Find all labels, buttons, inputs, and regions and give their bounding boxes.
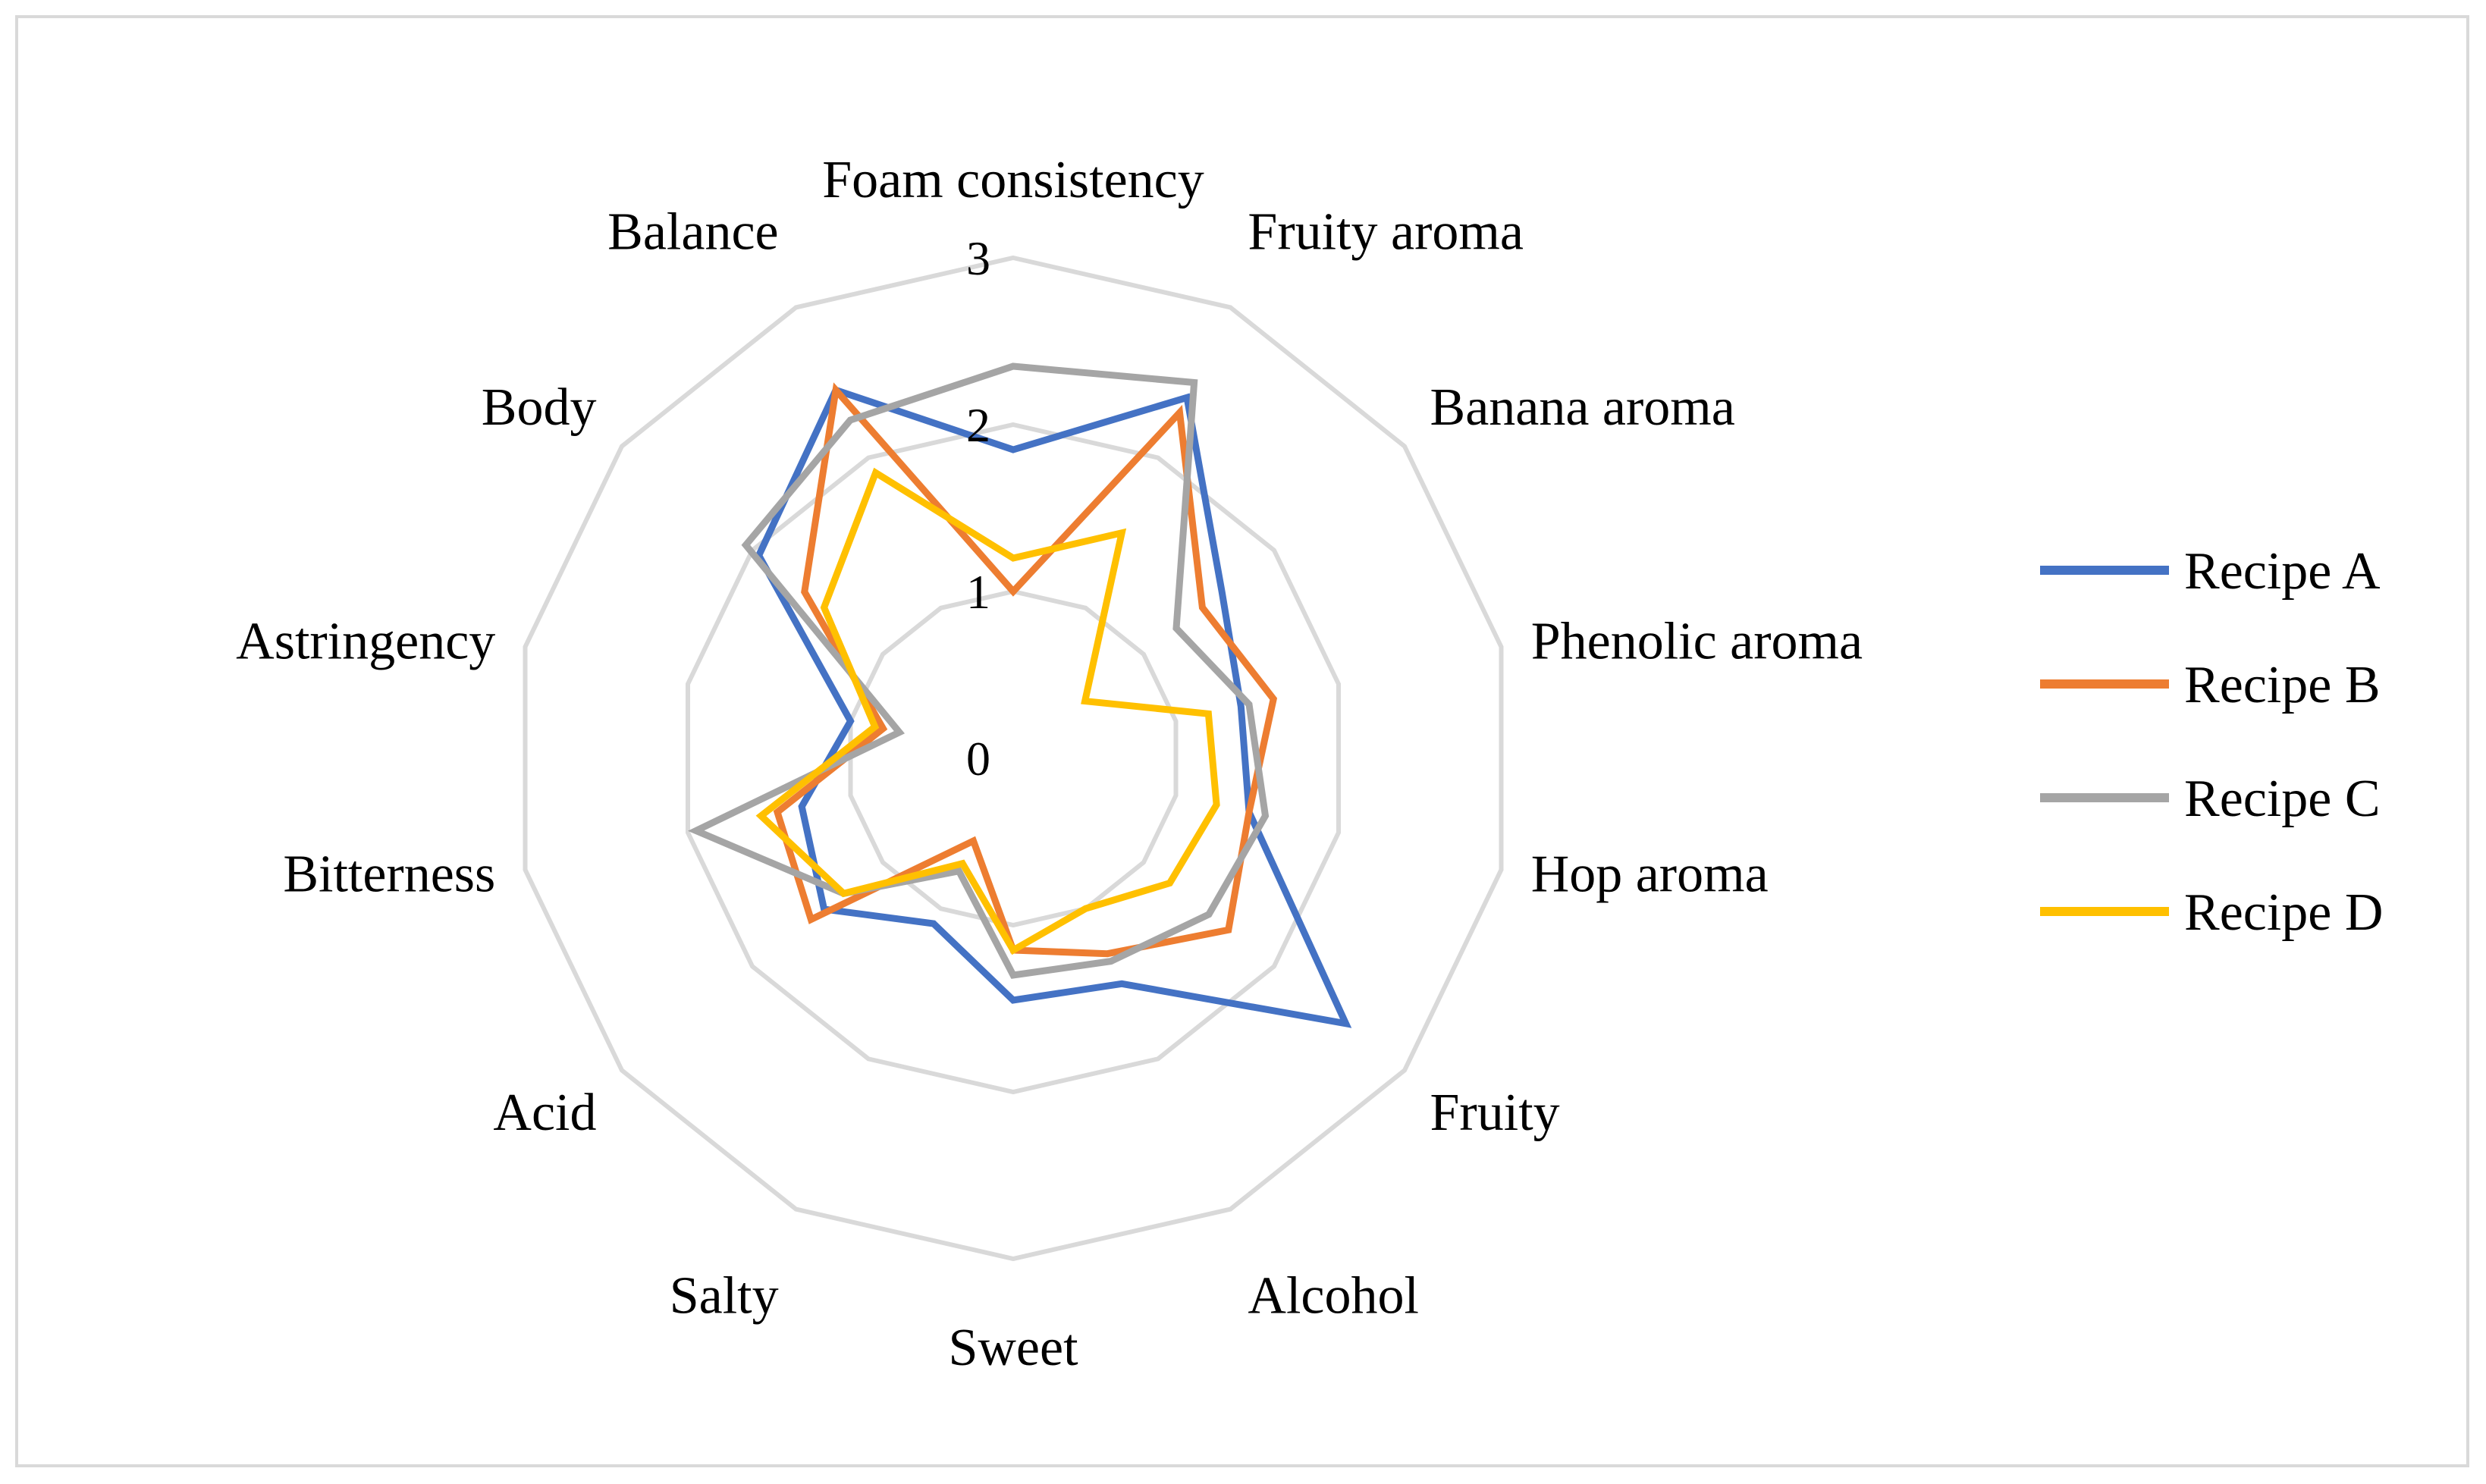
category-label: Acid: [493, 1084, 596, 1142]
series-line-recipe-a: [755, 385, 1352, 1028]
category-label: Phenolic aroma: [1531, 613, 1863, 671]
tick-label: 2: [966, 398, 990, 452]
category-label: Alcohol: [1248, 1267, 1419, 1326]
radar-series: [687, 362, 1352, 1028]
category-label: Bitterness: [283, 846, 495, 904]
category-label: Foam consistency: [822, 151, 1204, 209]
grid-ring: [523, 255, 1504, 1262]
legend-label: Recipe A: [2184, 542, 2381, 601]
category-label: Sweet: [948, 1319, 1078, 1377]
category-label: Hop aroma: [1531, 846, 1769, 904]
radar-grid: [523, 255, 1504, 1262]
category-label: Banana aroma: [1430, 378, 1735, 437]
legend-label: Recipe B: [2184, 656, 2381, 714]
grid-ring: [848, 588, 1179, 928]
series-line-recipe-d: [755, 467, 1220, 955]
tick-label: 1: [966, 565, 990, 619]
legend: Recipe A Recipe B Recipe C Recipe D: [2040, 542, 2383, 942]
series-line-recipe-c: [687, 362, 1270, 979]
category-label: Fruity: [1430, 1084, 1560, 1142]
radial-tick-labels: 0 1 2 3: [966, 231, 990, 786]
category-label: Fruity aroma: [1248, 202, 1524, 261]
grid-ring: [686, 422, 1341, 1095]
legend-label: Recipe D: [2184, 883, 2383, 942]
category-label: Body: [482, 378, 597, 437]
legend-label: Recipe C: [2184, 770, 2381, 828]
tick-label: 0: [966, 732, 990, 786]
category-label: Salty: [670, 1267, 779, 1326]
category-label: Balance: [607, 202, 778, 261]
tick-label: 3: [966, 231, 990, 285]
category-label: Astringency: [236, 613, 495, 671]
